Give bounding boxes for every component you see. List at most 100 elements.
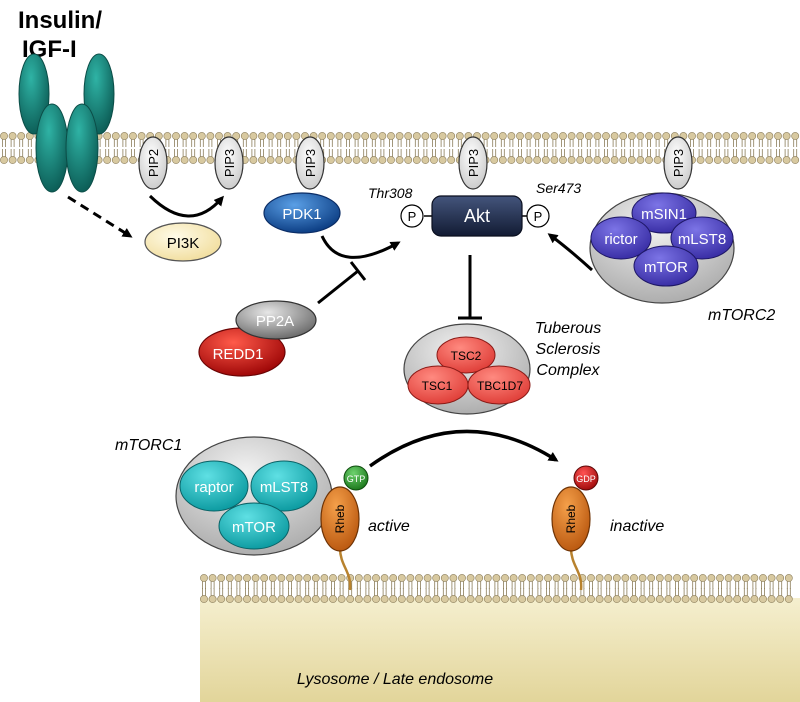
lipid-head: [688, 132, 696, 140]
lipid-head: [352, 132, 361, 140]
lipid-head: [765, 156, 774, 164]
lipid-head: [423, 595, 432, 603]
lipid-head: [610, 132, 619, 140]
lipid-head: [217, 595, 226, 603]
lipid-head: [713, 156, 722, 164]
lipid-head: [129, 156, 137, 164]
lipid-head: [784, 574, 793, 582]
lipid-head: [741, 574, 750, 582]
lipid-head: [432, 574, 441, 582]
lipid-head: [490, 156, 499, 164]
lipid-head: [447, 156, 456, 164]
pi3k-protein: PI3K: [144, 222, 222, 262]
lipid-head: [337, 574, 346, 582]
lipid-head: [458, 595, 466, 603]
pp2a-redd1-complex: PP2A REDD1: [198, 300, 317, 377]
lipid-head: [189, 132, 198, 140]
lipid-head: [664, 574, 673, 582]
lipid-head: [681, 595, 690, 603]
lipid-head: [120, 132, 129, 140]
tsc-name-line2: Sclerosis: [536, 341, 601, 358]
mtorc1-name: mTORC1: [115, 437, 182, 454]
lipid-head: [395, 156, 404, 164]
lipid-head: [698, 595, 707, 603]
lipid-head: [593, 156, 602, 164]
lipid-head: [440, 574, 449, 582]
lipid-head: [449, 574, 458, 582]
lipid-head: [111, 132, 120, 140]
lipid-head: [249, 156, 258, 164]
lipid-head: [774, 156, 782, 164]
lipid-head: [647, 574, 656, 582]
lipid-head: [286, 574, 294, 582]
lipid-head: [610, 156, 619, 164]
lipid-head: [490, 132, 499, 140]
lipid-head: [217, 574, 226, 582]
rheb-label: Rheb: [333, 504, 347, 533]
lipid-head: [550, 132, 559, 140]
lipid-head: [550, 156, 559, 164]
lipid-head: [380, 574, 389, 582]
lipid-head: [275, 156, 284, 164]
lipid-head: [326, 156, 335, 164]
lipid-head: [707, 595, 716, 603]
lipid-head: [415, 595, 423, 603]
lipid-head: [722, 132, 731, 140]
lipid-head: [354, 595, 363, 603]
lipid-head: [206, 132, 215, 140]
lipid-head: [681, 574, 690, 582]
pdk1-protein: PDK1: [263, 192, 341, 234]
lipid-head: [552, 595, 561, 603]
lipid-head: [329, 595, 337, 603]
lipid-head: [240, 132, 249, 140]
lipid-head: [707, 574, 716, 582]
lipid-head: [636, 132, 645, 140]
tsc-complex: TSC2 TSC1 TBC1D7: [403, 323, 531, 415]
lipid-head: [733, 595, 742, 603]
mtorc1-mtor-label: mTOR: [232, 519, 276, 536]
lipid-head: [432, 595, 441, 603]
lipid-head: [208, 595, 217, 603]
lipid-head: [518, 574, 527, 582]
lipid-head: [397, 595, 406, 603]
lipid-head: [604, 574, 613, 582]
lipid-head: [266, 156, 275, 164]
lipid-head: [584, 132, 593, 140]
lipid-head: [412, 132, 421, 140]
lipid-head: [750, 574, 759, 582]
lipid-head: [200, 574, 208, 582]
lipid-head: [713, 132, 722, 140]
lipid-head: [630, 574, 638, 582]
lipid-head: [759, 595, 767, 603]
pip3-label: PIP3: [671, 149, 686, 177]
lipid-head: [197, 132, 206, 140]
lipid-head: [103, 156, 112, 164]
lipid-head: [260, 574, 269, 582]
lipid-head: [645, 156, 653, 164]
phosphate-label: P: [534, 209, 543, 224]
lysosomal-membrane: [200, 574, 793, 603]
organelle-label: Lysosome / Late endosome: [297, 671, 493, 688]
lipid-head: [552, 574, 561, 582]
pip3-label: PIP3: [222, 149, 237, 177]
lipid-head: [492, 595, 501, 603]
lipid-head: [647, 595, 656, 603]
lipid-head: [748, 156, 757, 164]
lipid-head: [268, 595, 277, 603]
phosphate-label: P: [408, 209, 417, 224]
lipid-head: [243, 574, 251, 582]
lipid-head: [498, 156, 507, 164]
lipid-head: [526, 574, 535, 582]
lipid-head: [320, 574, 329, 582]
lipid-head: [421, 132, 430, 140]
lipid-head: [251, 574, 260, 582]
lipid-head: [8, 156, 17, 164]
lipid-head: [283, 156, 292, 164]
lipid-head: [335, 156, 344, 164]
rheb-inactive-label: inactive: [610, 518, 664, 535]
lipid-head: [576, 132, 585, 140]
lipid-head: [292, 132, 301, 140]
lipid-head: [524, 132, 533, 140]
lipid-head: [483, 595, 492, 603]
mtor-label: mTOR: [644, 259, 688, 276]
